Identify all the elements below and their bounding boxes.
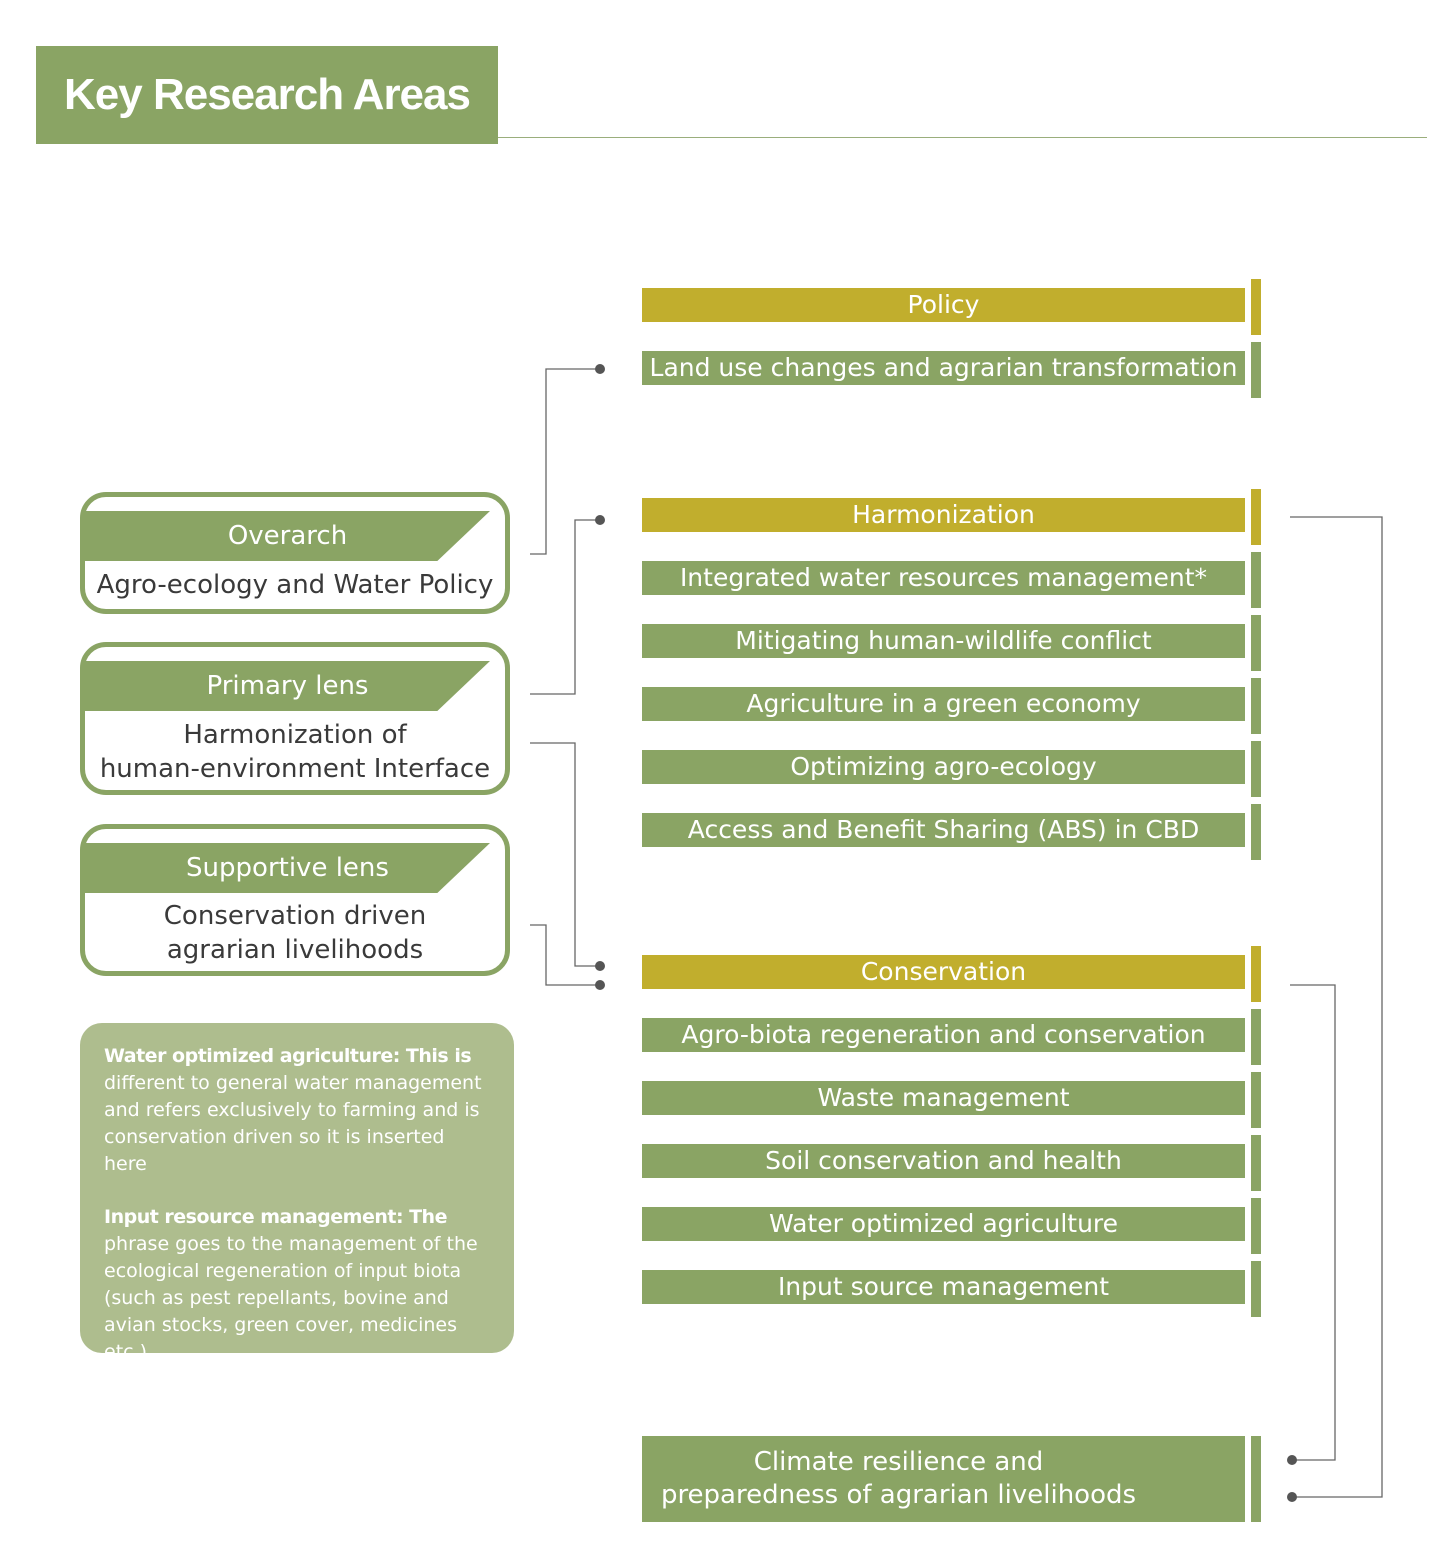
lens-supportive: Supportive lens Conservation driven agra… [80, 824, 510, 976]
connector-overarch-policy [530, 368, 600, 555]
item-tick [1251, 1072, 1261, 1128]
group-heading-policy: Policy [642, 288, 1245, 322]
lens-primary: Primary lens Harmonization of human-envi… [80, 642, 510, 795]
lens-overarch-heading: Overarch [85, 511, 490, 561]
lens-supportive-body: Conservation driven agrarian livelihoods [85, 895, 505, 971]
lens-primary-heading: Primary lens [85, 661, 490, 711]
group-tick-conservation [1251, 946, 1261, 1002]
lens-primary-body: Harmonization of human-environment Inter… [85, 713, 505, 790]
group-heading-conservation: Conservation [642, 955, 1245, 989]
note-text-1: different to general water management an… [104, 1072, 482, 1175]
research-item: Agro-biota regeneration and conservation [642, 1018, 1245, 1052]
note-paragraph-2: Input resource management: The phrase go… [104, 1204, 492, 1366]
connector-primary-conservation [530, 742, 600, 967]
research-item: Integrated water resources management* [642, 561, 1245, 595]
research-item: Agriculture in a green economy [642, 687, 1245, 721]
item-tick [1251, 804, 1261, 860]
group-tick-policy [1251, 279, 1261, 335]
research-item: Input source management [642, 1270, 1245, 1304]
item-tick [1251, 1261, 1261, 1317]
lens-primary-body-line: Harmonization of [183, 719, 407, 750]
connector-supportive-conservation [530, 924, 600, 986]
lens-overarch-body: Agro-ecology and Water Policy [96, 570, 494, 600]
item-tick [1251, 1198, 1261, 1254]
group-tick-harmonization [1251, 489, 1261, 545]
research-item: Water optimized agriculture [642, 1207, 1245, 1241]
connector-dot [595, 980, 605, 990]
outcome-box: Climate resilience and preparedness of a… [642, 1436, 1245, 1522]
note-term-1: Water optimized agriculture: [104, 1045, 400, 1067]
lens-supportive-body-line: agrarian livelihoods [166, 935, 424, 965]
connector-primary-harmonization [530, 519, 600, 695]
connector-dot [1287, 1455, 1297, 1465]
connector-dot [595, 364, 605, 374]
lens-overarch: Overarch Agro-ecology and Water Policy [80, 492, 510, 614]
connector-dot [1287, 1492, 1297, 1502]
research-item: Waste management [642, 1081, 1245, 1115]
page-title: Key Research Areas [36, 46, 498, 144]
item-tick [1251, 342, 1261, 398]
note-term-1-cont: This is [405, 1045, 472, 1067]
research-item: Optimizing agro-ecology [642, 750, 1245, 784]
note-term-2: Input resource management: [104, 1206, 404, 1228]
item-tick [1251, 741, 1261, 797]
research-item: Land use changes and agrarian transforma… [642, 351, 1245, 385]
lens-supportive-heading: Supportive lens [85, 843, 490, 893]
connector-conservation-outcome [1290, 984, 1336, 1461]
note-text-2: phrase goes to the management of the eco… [104, 1233, 478, 1363]
item-tick [1251, 615, 1261, 671]
group-heading-harmonization: Harmonization [642, 498, 1245, 532]
outcome-tick [1251, 1436, 1261, 1522]
item-tick [1251, 678, 1261, 734]
outcome-line: Climate resilience and [753, 1447, 1044, 1477]
title-rule [498, 137, 1427, 138]
item-tick [1251, 552, 1261, 608]
note-paragraph-1: Water optimized agriculture: This is dif… [104, 1043, 492, 1178]
research-item: Mitigating human-wildlife conflict [642, 624, 1245, 658]
research-item: Soil conservation and health [642, 1144, 1245, 1178]
connector-dot [595, 515, 605, 525]
item-tick [1251, 1009, 1261, 1065]
lens-supportive-body-line: Conservation driven [163, 901, 427, 931]
connector-dot [595, 961, 605, 971]
note-term-2-cont: The [409, 1206, 447, 1228]
lens-primary-body-line: human-environment Interface [99, 753, 491, 784]
outcome-text: Climate resilience and preparedness of a… [661, 1446, 1136, 1512]
outcome-line: preparedness of agrarian livelihoods [660, 1480, 1137, 1510]
connector-harmonization-outcome [1290, 516, 1383, 1498]
item-tick [1251, 1135, 1261, 1191]
definitions-note: Water optimized agriculture: This is dif… [80, 1023, 514, 1363]
research-item: Access and Benefit Sharing (ABS) in CBD [642, 813, 1245, 847]
